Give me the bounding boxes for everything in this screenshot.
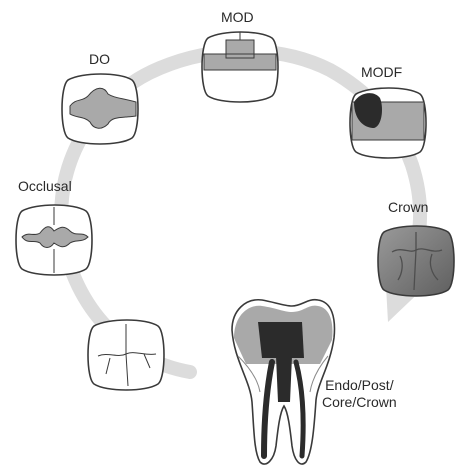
label-endo-line2: Core/Crown (322, 394, 397, 411)
tooth-do (62, 74, 138, 144)
tooth-modf (350, 88, 426, 158)
label-mod: MOD (221, 9, 254, 26)
label-occlusal: Occlusal (18, 178, 72, 195)
tooth-crown (378, 226, 454, 296)
tooth-occlusal (16, 205, 92, 275)
label-crown: Crown (388, 199, 428, 216)
label-modf: MODF (361, 64, 402, 81)
label-do: DO (89, 51, 110, 68)
label-endo: Endo/Post/ Core/Crown (322, 377, 397, 411)
endo-core (258, 322, 304, 358)
endo-post (276, 356, 292, 402)
tooth-sound (88, 320, 164, 390)
tooth-mod (202, 32, 278, 102)
label-endo-line1: Endo/Post/ (322, 377, 397, 394)
tooth-endo (232, 300, 334, 464)
